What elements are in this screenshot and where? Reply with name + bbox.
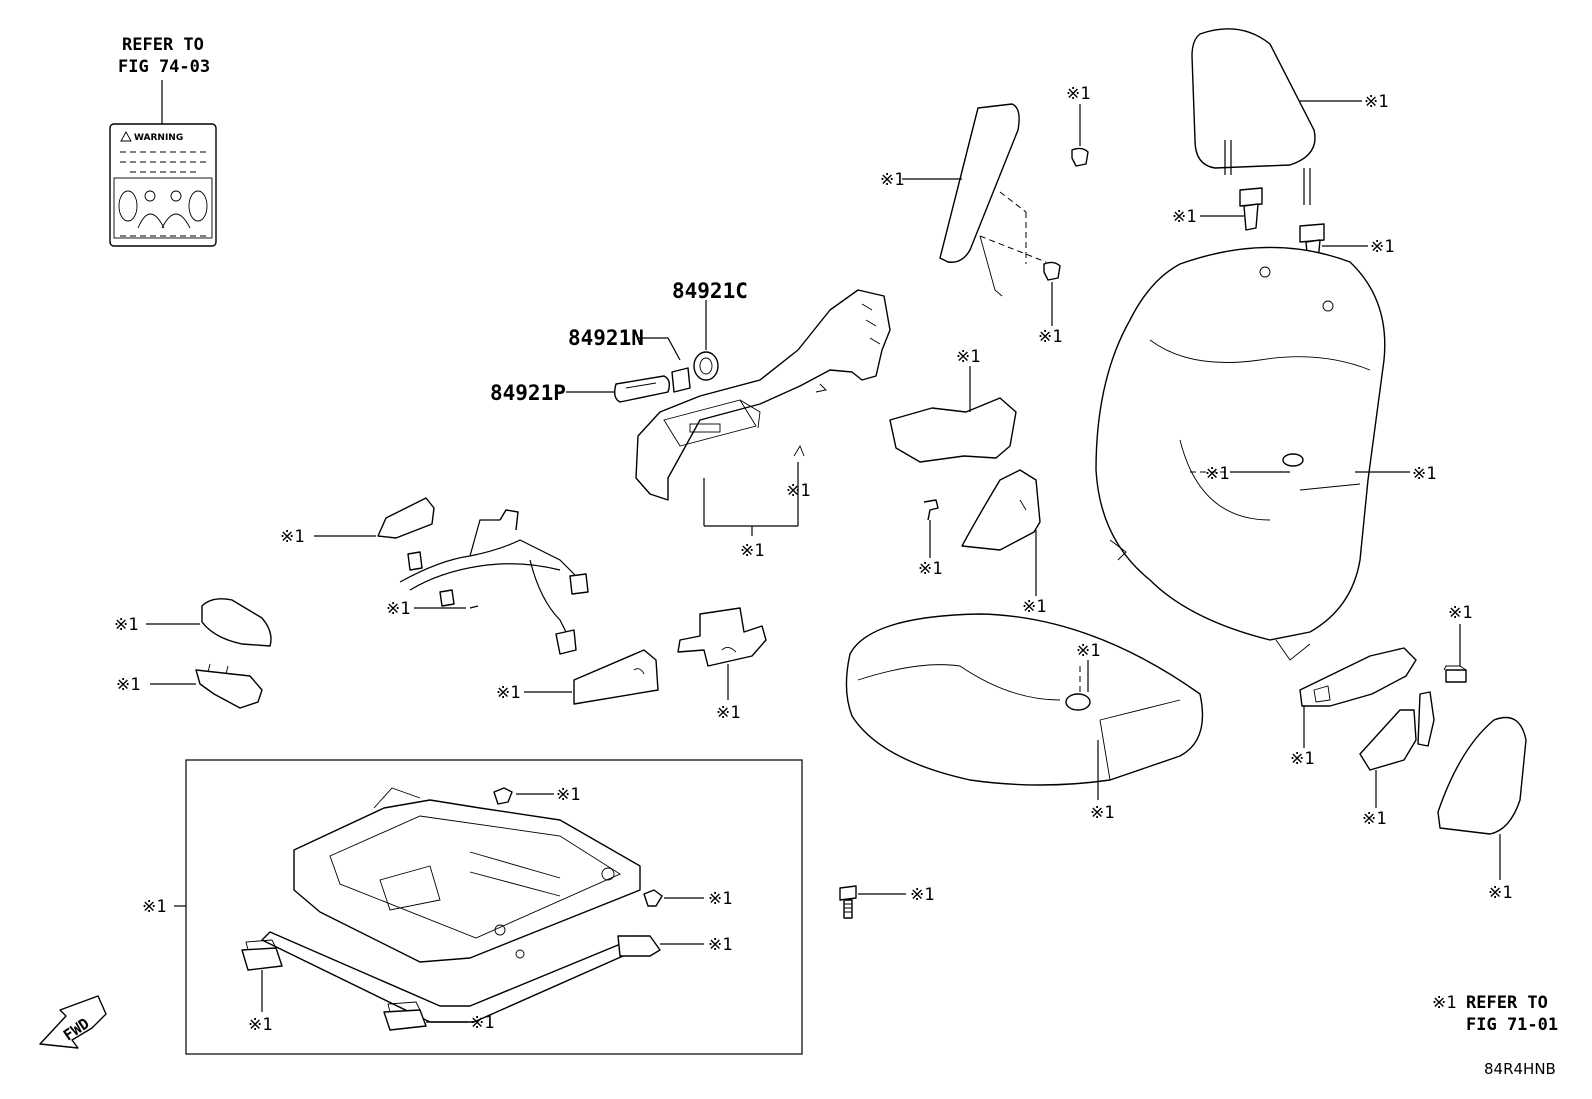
ref-mark-clip-mid: ※1: [1038, 327, 1062, 347]
shield-cover-upper: [889, 397, 1017, 463]
refer-top-line2: FIG 74-03: [118, 57, 210, 77]
ref-mark-cushion: ※1: [1090, 803, 1114, 823]
seat-back: [1095, 246, 1386, 661]
ref-mark-end-cap-right: ※1: [708, 935, 732, 955]
outer-side-cover: [1437, 716, 1527, 835]
ref-mark-lever-cover: ※1: [1362, 809, 1386, 829]
ref-mark-guide-left: ※1: [1172, 207, 1196, 227]
rail-end-cap-left: [241, 939, 283, 971]
part-number-84921N: 84921N: [568, 326, 644, 350]
lower-shield-panel: [573, 649, 659, 705]
clip-mid: [1043, 261, 1061, 281]
seat-frame-box: [185, 759, 803, 1055]
shield-cover-lower: [961, 469, 1041, 551]
screw-small: [923, 499, 939, 521]
ref-mark-harness: ※1: [386, 599, 410, 619]
ref-mark-harness-cover: ※1: [280, 527, 304, 547]
knob-84921N: [671, 367, 691, 393]
ref-mark-lower-shield: ※1: [496, 683, 520, 703]
frame-clip-right: [643, 889, 663, 907]
ref-mark-cushion-hook: ※1: [1076, 641, 1100, 661]
ref-mark-seatback-left: ※1: [1205, 464, 1229, 484]
ref-mark-end-cap-bottom: ※1: [470, 1013, 494, 1033]
ref-mark-rail-cover-upper: ※1: [114, 615, 138, 635]
warning-label-title: WARNING: [134, 133, 183, 143]
ref-mark-recliner-bracket: ※1: [1290, 749, 1314, 769]
ref-mark-recliner-cover: ※1: [716, 703, 740, 723]
side-shield: [635, 289, 891, 501]
rail-end-cap-bottom: [383, 1001, 427, 1031]
rail-end-cap-right: [617, 935, 661, 957]
rail-cover-lower: [195, 663, 263, 709]
seat-cushion: [845, 613, 1204, 786]
ref-mark-headrest: ※1: [1364, 92, 1388, 112]
frame-clip-top: [493, 787, 513, 805]
side-board-upper: [939, 103, 1047, 297]
knob-84921C: [693, 351, 719, 381]
clip-top: [1071, 147, 1089, 167]
footer-ref-mark: ※1: [1432, 993, 1456, 1013]
ref-mark-seat-frame: ※1: [142, 897, 166, 917]
diagram-code: 84R4HNB: [1484, 1060, 1556, 1078]
ref-mark-rail-cover-lower: ※1: [116, 675, 140, 695]
ref-mark-screw-small: ※1: [918, 559, 942, 579]
recliner-cover: [677, 607, 767, 667]
warning-triangle-icon: [120, 131, 132, 142]
ref-mark-cover-upper: ※1: [956, 347, 980, 367]
recliner-bracket: [1299, 647, 1417, 707]
fwd-arrow-icon: FWD: [39, 995, 107, 1049]
ref-mark-bolt-right: ※1: [1448, 603, 1472, 623]
refer-top-line1: REFER TO: [122, 35, 204, 55]
switch-84921P: [613, 375, 671, 403]
seat-frame: [261, 787, 651, 1023]
part-number-84921C: 84921C: [672, 279, 748, 303]
ref-mark-shield-clip: ※1: [786, 481, 810, 501]
ref-mark-cover-lower: ※1: [1022, 597, 1046, 617]
ref-mark-outer-cover: ※1: [1488, 883, 1512, 903]
ref-mark-frame-clip-right: ※1: [708, 889, 732, 909]
footer-refer-line1: REFER TO: [1466, 993, 1548, 1013]
bolt-right: [1443, 665, 1467, 683]
bolt-bottom: [839, 885, 857, 919]
ref-mark-frame-clip-top: ※1: [556, 785, 580, 805]
headrest: [1191, 28, 1316, 205]
warning-label: WARNING: [109, 123, 217, 247]
wiring-harness: [377, 497, 589, 655]
rail-cover-upper: [201, 598, 272, 647]
ref-mark-bolt-bottom: ※1: [910, 885, 934, 905]
recliner-lever-cover: [1359, 691, 1435, 771]
part-number-84921P: 84921P: [490, 381, 566, 405]
ref-mark-guide-right: ※1: [1370, 237, 1394, 257]
ref-mark-side-shield: ※1: [740, 541, 764, 561]
footer-refer-line2: FIG 71-01: [1466, 1015, 1558, 1035]
ref-mark-seatback-right: ※1: [1412, 464, 1436, 484]
headrest-guide-left: [1239, 187, 1263, 231]
ref-mark-board-upper: ※1: [880, 170, 904, 190]
ref-mark-clip-top: ※1: [1066, 84, 1090, 104]
ref-mark-end-cap-left: ※1: [248, 1015, 272, 1035]
